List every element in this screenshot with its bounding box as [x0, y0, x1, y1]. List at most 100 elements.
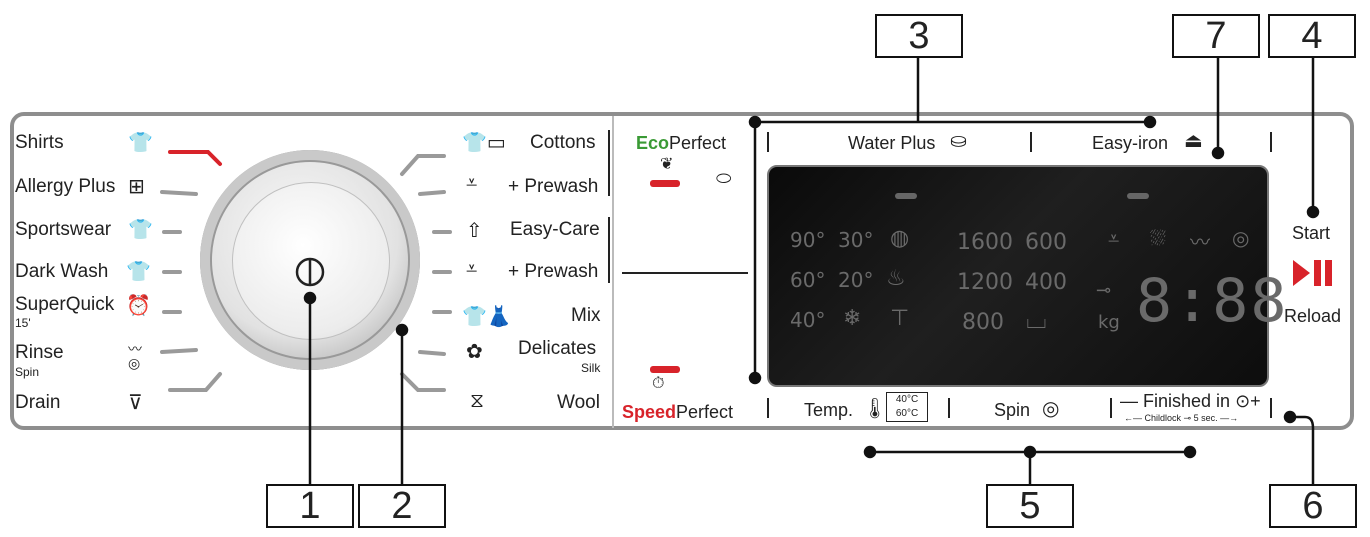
spin-1600: 1600: [957, 230, 1013, 255]
dial-ticks: [160, 150, 452, 392]
program-label-allergy-plus: Allergy Plus: [15, 176, 116, 197]
allergy-icon: ⊞: [128, 176, 145, 198]
lcd-bar-right: [1127, 193, 1149, 199]
thermometer-icon: 🌡: [862, 398, 888, 420]
eco-prefix: Eco: [636, 133, 670, 153]
program-label-prewash-2: + Prewash: [508, 261, 599, 282]
eco-suffix: Perfect: [669, 133, 727, 153]
sep-bot-3: [1110, 398, 1112, 418]
temp-20: 20°: [838, 268, 874, 292]
program-sub-silk: Silk: [581, 361, 601, 375]
power-icon: [295, 257, 325, 287]
easy-iron-button[interactable]: Easy-iron: [1092, 133, 1169, 153]
callout-7: 7: [1172, 14, 1260, 58]
lcd-display: [767, 165, 1269, 387]
spin-button[interactable]: Spin: [994, 400, 1031, 420]
callout-6: 6: [1269, 484, 1357, 528]
delicates-icon: ✿: [466, 341, 483, 363]
childlock-time: 5 sec.: [1193, 413, 1218, 423]
speed-prefix: Speed: [622, 402, 677, 422]
temp-60: 60°: [790, 268, 826, 292]
play-pause-icon: [1293, 260, 1332, 286]
spin-icon: ◎: [1042, 398, 1060, 420]
iron-icon: ⏏: [1184, 130, 1203, 152]
spin-1200: 1200: [957, 270, 1013, 295]
spin-400: 400: [1025, 270, 1067, 295]
program-label-sportswear: Sportswear: [15, 219, 112, 240]
lcd-bar-left: [895, 193, 917, 199]
program-label-dark-wash: Dark Wash: [15, 261, 109, 282]
program-label-mix: Mix: [571, 305, 601, 326]
program-label-wool: Wool: [557, 392, 600, 413]
prewash-status-icon: ⩡: [1108, 226, 1120, 250]
button-divider: [622, 272, 748, 274]
water-plus-icon: ⛀: [950, 130, 967, 152]
mix-icon: 👕👗: [462, 306, 512, 328]
rinse-status-icon: 〰: [1190, 230, 1210, 254]
rinse-icon: 〰◎: [128, 341, 142, 371]
callout-5: 5: [986, 484, 1074, 528]
drain-icon: ⊽: [128, 392, 143, 414]
spin-800: 800: [962, 310, 1004, 335]
tub-icon: ⌴: [1026, 305, 1047, 335]
program-label-cottons: Cottons: [530, 132, 596, 153]
program-sub-superquick: 15': [15, 316, 31, 330]
clock-icon: ⏰: [126, 295, 151, 317]
temp-button[interactable]: Temp.: [804, 400, 854, 420]
finished-in-label: Finished in: [1143, 391, 1231, 411]
drum-icon: ◍: [890, 226, 910, 251]
key-icon: ⊸: [1096, 280, 1112, 301]
eco-leaf-icon: ❦: [660, 156, 674, 173]
program-label-rinse: Rinse: [15, 342, 64, 363]
callout-3: 3: [875, 14, 963, 58]
sep-bot-4: [1270, 398, 1272, 418]
tap-icon: ⊤: [890, 306, 910, 331]
finished-in-button[interactable]: — Finished in ⊙+: [1120, 391, 1261, 411]
speed-clock-icon: ⏱: [652, 375, 665, 392]
start-pause-button[interactable]: [1290, 258, 1340, 288]
time-display: 8:88: [1136, 266, 1289, 336]
program-label-shirts: Shirts: [15, 132, 64, 153]
dark-shirt-icon: 👕: [126, 261, 151, 283]
panel-divider: [612, 116, 614, 428]
wash-status-icon: ⛆: [1150, 226, 1166, 250]
bracket-cottons: [608, 130, 610, 196]
sep-top-3: [1270, 132, 1272, 152]
sportswear-icon: 👕: [128, 219, 153, 241]
tag-icon: ⬭: [716, 168, 732, 188]
prewash-icon: ⩡: [466, 172, 478, 194]
shirt-icon: 👕: [128, 132, 153, 154]
speedperfect-indicator: [650, 366, 680, 373]
wool-icon: ⧖: [470, 390, 485, 412]
program-label-drain: Drain: [15, 392, 61, 413]
callout-4: 4: [1268, 14, 1356, 58]
childlock-label: Childlock: [1144, 413, 1182, 423]
temp-40: 40°: [790, 308, 826, 332]
program-label-easy-care: Easy-Care: [510, 219, 600, 240]
temp-90: 90°: [790, 228, 826, 252]
speed-suffix: Perfect: [676, 402, 734, 422]
sep-bot-2: [948, 398, 950, 418]
childlock-hint: ←— Childlock ⊸ 5 sec. —→: [1124, 413, 1239, 423]
callout-2: 2: [358, 484, 446, 528]
snowflake-icon: ❄: [843, 306, 862, 331]
ecoperfect-indicator: [650, 180, 680, 187]
sep-bot-1: [767, 398, 769, 418]
program-sub-rinse: Spin: [15, 365, 40, 379]
temp-mini-box: 40°C 60°C: [886, 392, 928, 422]
water-plus-button[interactable]: Water Plus: [848, 133, 936, 153]
program-label-superquick: SuperQuick: [15, 294, 115, 315]
temp-mini-60: 60°C: [895, 408, 919, 419]
easycare-icon: ⇧: [466, 220, 483, 242]
program-label-prewash-1: + Prewash: [508, 176, 599, 197]
start-label: Start: [1292, 223, 1331, 243]
cottons-icon: 👕▭: [462, 132, 506, 154]
sep-top-1: [767, 132, 769, 152]
temp-30: 30°: [838, 228, 874, 252]
ecoperfect-button[interactable]: EcoPerfect: [636, 133, 726, 153]
steam-icon: ♨: [886, 266, 906, 291]
speedperfect-button[interactable]: SpeedPerfect: [622, 402, 733, 422]
reload-label: Reload: [1284, 306, 1342, 326]
callout-1: 1: [266, 484, 354, 528]
temp-mini-40: 40°C: [895, 394, 919, 405]
